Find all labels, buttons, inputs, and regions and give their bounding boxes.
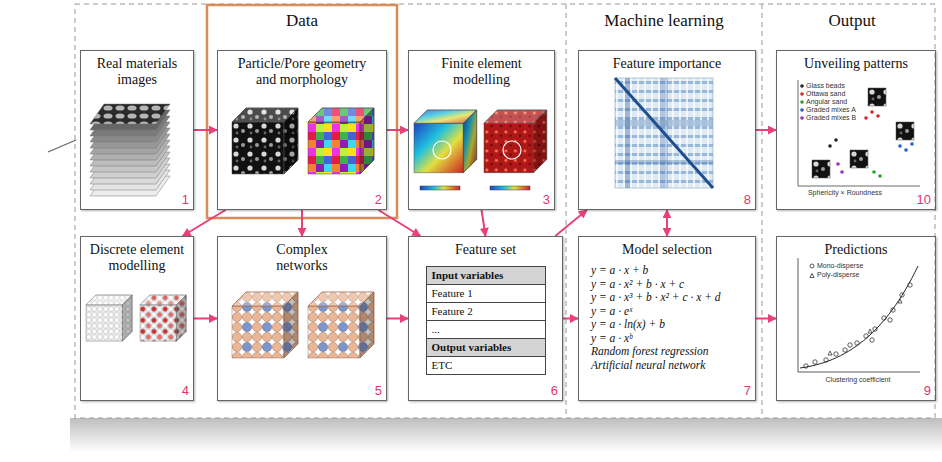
process-box: Unveiling patterns xyxy=(776,50,936,210)
network-clusters xyxy=(232,292,374,358)
box-title: Model selection xyxy=(579,242,755,258)
plot-legend-text: Mono-disperse xyxy=(817,262,863,270)
leader-line xyxy=(48,140,76,152)
plot-legend-text: Glass beads xyxy=(806,82,845,90)
image-stack xyxy=(90,104,170,196)
table-cell: Feature 2 xyxy=(426,303,546,321)
arrow-connector xyxy=(183,210,226,236)
section-divider xyxy=(566,4,567,418)
process-box: Real materials images xyxy=(80,50,194,210)
box-title: Feature set xyxy=(409,242,562,258)
equation: Artificial neural network xyxy=(579,359,755,373)
table-cell: Feature 1 xyxy=(426,285,546,303)
process-box: Discrete element modelling xyxy=(80,236,194,401)
geometry-cubes xyxy=(232,108,374,174)
arrow-connector xyxy=(379,210,421,236)
box-title: Discrete element modelling xyxy=(85,242,189,274)
box-title: Unveiling patterns xyxy=(777,56,935,72)
highlight-box xyxy=(207,5,397,218)
arrow-connector xyxy=(756,129,776,131)
callout-number: 8 xyxy=(744,193,751,207)
equation: y = a · eˣ xyxy=(579,305,755,319)
box-title: Predictions xyxy=(777,242,935,258)
callout-number: 3 xyxy=(543,193,550,207)
prediction-plot xyxy=(798,258,920,372)
section-heading: Output xyxy=(752,11,942,31)
arrow-connector xyxy=(756,318,776,320)
process-box: Finite element modelling xyxy=(408,50,555,210)
box-title: Complex networks xyxy=(257,242,347,274)
equation: y = a · x² + b · x + c xyxy=(579,278,755,292)
box-title: Particle/Pore geometry and morphology xyxy=(227,56,377,88)
process-box: Feature importance xyxy=(578,50,756,210)
arrow-connector xyxy=(482,210,486,236)
callout-number: 2 xyxy=(375,193,382,207)
equation: y = a · xᵇ xyxy=(579,332,755,346)
process-box: Complex networks xyxy=(217,236,387,401)
table-cell: ... xyxy=(426,321,546,339)
shadow-band xyxy=(70,418,942,452)
axis-label: Clustering coefficient xyxy=(758,376,942,384)
dem-cubes xyxy=(86,295,186,341)
callout-number: 4 xyxy=(182,384,189,398)
arrow-connector xyxy=(666,210,668,236)
process-box: Model selection y = a · x + by = a · x² +… xyxy=(578,236,756,401)
plot-legend-text: Angular sand xyxy=(806,98,847,106)
arrow-connector xyxy=(301,210,303,236)
fem-cubes xyxy=(414,110,547,190)
table-cell: ETC xyxy=(426,357,546,375)
process-box: Feature setInput variablesFeature 1Featu… xyxy=(408,236,563,401)
plot-legend-text: Graded mixes B xyxy=(806,114,856,122)
equation: Random forest regression xyxy=(579,345,755,359)
section-heading: Data xyxy=(202,11,402,31)
callout-number: 1 xyxy=(182,193,189,207)
arrow-connector xyxy=(387,318,408,320)
plot-legend-text: Poly-disperse xyxy=(817,271,859,279)
arrow-connector xyxy=(555,210,587,236)
axis-label: Sphericity × Roundness xyxy=(745,189,942,197)
arrow-connector xyxy=(387,129,408,131)
importance-heatmap xyxy=(615,78,713,188)
callout-number: 7 xyxy=(744,384,751,398)
table-header-cell: Input variables xyxy=(426,266,546,285)
table-header-cell: Output variables xyxy=(426,339,546,357)
process-box: Particle/Pore geometry and morphology xyxy=(217,50,387,210)
arrow-connector xyxy=(563,318,578,320)
box-title: Finite element modelling xyxy=(427,56,537,88)
plot-legend-text: Ottawa sand xyxy=(806,90,845,98)
equation: y = a · x³ + b · x² + c · x + d xyxy=(579,291,755,305)
box-title: Real materials images xyxy=(85,56,189,88)
equation: y = a · ln(x) + b xyxy=(579,318,755,332)
plot-legend-text: Graded mixes A xyxy=(806,106,856,114)
frame xyxy=(75,4,935,418)
arrow-connector xyxy=(194,129,217,131)
box-title: Feature importance xyxy=(579,56,755,72)
callout-number: 9 xyxy=(924,384,931,398)
callout-number: 10 xyxy=(917,193,931,207)
callout-number: 5 xyxy=(375,384,382,398)
arrow-connector xyxy=(194,318,217,320)
section-divider xyxy=(762,4,763,418)
pattern-plot xyxy=(798,80,920,186)
callout-number: 6 xyxy=(551,384,558,398)
equation: y = a · x + b xyxy=(579,264,755,278)
section-heading: Machine learning xyxy=(564,11,764,31)
